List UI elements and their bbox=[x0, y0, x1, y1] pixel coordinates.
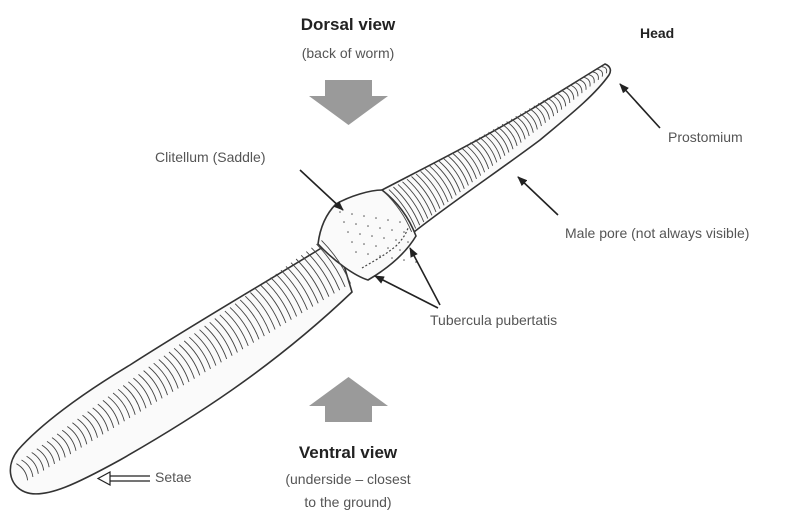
clitellum-dot bbox=[371, 235, 373, 237]
prostomium-pointer bbox=[620, 84, 660, 128]
male-pore-label: Male pore (not always visible) bbox=[565, 225, 749, 241]
clitellum-dot bbox=[387, 219, 389, 221]
clitellum-pointer bbox=[300, 170, 343, 210]
clitellum-dot bbox=[399, 221, 401, 223]
clitellum-dot bbox=[383, 237, 385, 239]
clitellum-dot bbox=[355, 251, 357, 253]
clitellum-dot bbox=[391, 229, 393, 231]
clitellum-dot bbox=[387, 247, 389, 249]
clitellum-dot bbox=[355, 223, 357, 225]
ventral-view-title: Ventral view bbox=[299, 443, 398, 462]
clitellum-dot bbox=[407, 241, 409, 243]
ventral-arrow-icon bbox=[309, 377, 388, 422]
clitellum-dot bbox=[363, 243, 365, 245]
clitellum-dot bbox=[359, 233, 361, 235]
clitellum-dot bbox=[343, 221, 345, 223]
dorsal-view-subtitle: (back of worm) bbox=[302, 45, 395, 61]
male-pore-pointer bbox=[518, 177, 558, 215]
clitellum-dot bbox=[403, 231, 405, 233]
clitellum-dot bbox=[379, 227, 381, 229]
tubercula-pointer-1 bbox=[375, 276, 438, 308]
setae-label: Setae bbox=[155, 469, 192, 485]
setae-pointer bbox=[98, 472, 150, 485]
head-label: Head bbox=[640, 25, 674, 41]
ventral-view-subtitle-line2: to the ground) bbox=[304, 494, 391, 510]
clitellum-dot bbox=[339, 211, 341, 213]
clitellum-dot bbox=[403, 259, 405, 261]
clitellum-dot bbox=[347, 231, 349, 233]
dorsal-arrow-icon bbox=[309, 80, 388, 125]
clitellum-dot bbox=[367, 225, 369, 227]
ventral-view-subtitle-line1: (underside – closest bbox=[285, 471, 410, 487]
clitellum-dot bbox=[363, 215, 365, 217]
prostomium-label: Prostomium bbox=[668, 129, 743, 145]
clitellum-dot bbox=[375, 245, 377, 247]
clitellum-dot bbox=[351, 213, 353, 215]
tubercula-label: Tubercula pubertatis bbox=[430, 312, 557, 328]
clitellum-label: Clitellum (Saddle) bbox=[155, 149, 265, 165]
clitellum-dot bbox=[399, 249, 401, 251]
clitellum-dot bbox=[395, 239, 397, 241]
dorsal-view-title: Dorsal view bbox=[301, 15, 396, 34]
clitellum-dot bbox=[367, 253, 369, 255]
clitellum-dot bbox=[375, 217, 377, 219]
clitellum-dot bbox=[391, 257, 393, 259]
clitellum-dot bbox=[351, 241, 353, 243]
